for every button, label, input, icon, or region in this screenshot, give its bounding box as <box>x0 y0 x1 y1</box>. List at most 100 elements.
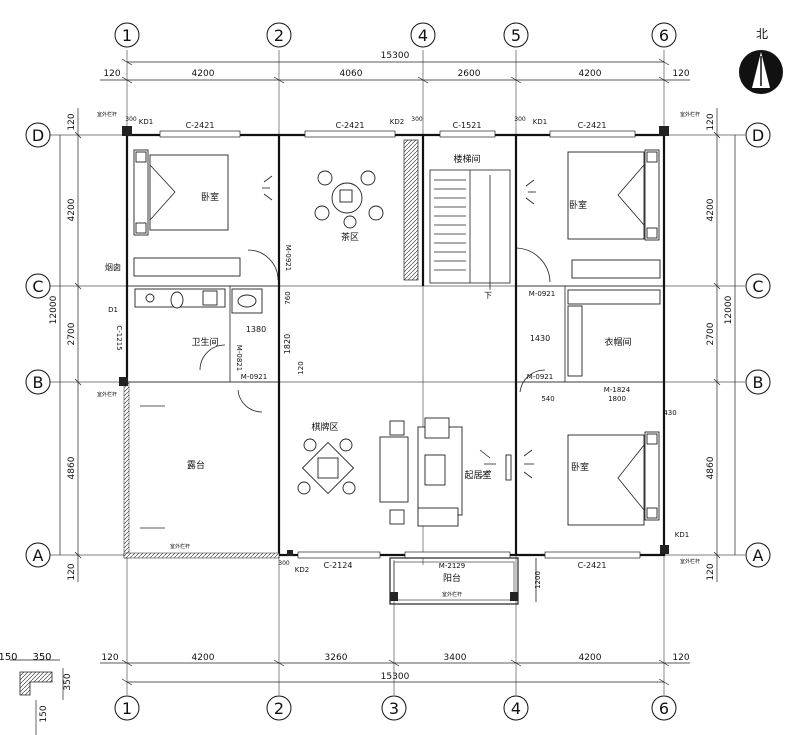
dim-right-total: 12000 <box>724 295 734 324</box>
window-label: C-2421 <box>336 121 365 130</box>
dim-top-seg: 4060 <box>340 69 363 79</box>
dim-note: 300 <box>514 116 526 123</box>
axis-label: 6 <box>659 699 669 718</box>
dim-note: 1200 <box>534 571 542 589</box>
stair-direction: 下 <box>484 291 492 300</box>
detail-dim: 150 <box>39 705 49 722</box>
kd-label: KD2 <box>295 566 309 574</box>
room-label: 楼梯间 <box>453 153 480 165</box>
detail-dim: 350 <box>32 652 51 663</box>
closet-fixtures <box>519 289 661 393</box>
north-label: 北 <box>756 27 768 41</box>
kd-label: KD2 <box>390 118 404 126</box>
door-label: M-1824 <box>604 386 631 394</box>
window-label: C-2421 <box>578 121 607 130</box>
tea-cabinet <box>403 139 419 281</box>
kd-label: KD1 <box>139 118 153 126</box>
rail-label: 室外栏杆 <box>442 591 462 598</box>
axis-label: 2 <box>274 699 284 718</box>
dim-bottom-seg: 120 <box>672 653 689 663</box>
dim-note: 300 <box>411 116 423 123</box>
dim-right-seg: 2700 <box>706 322 716 345</box>
axis-label: 4 <box>418 26 428 45</box>
dim-left-seg: 120 <box>67 563 77 580</box>
axis-label: C <box>32 277 43 296</box>
axis-label: 2 <box>274 26 284 45</box>
axis-label: 3 <box>389 699 399 718</box>
dim-note: 1820 <box>283 334 292 354</box>
axis-label: 5 <box>511 26 521 45</box>
bottom-axis-bubbles: 1 2 3 4 6 <box>114 695 677 721</box>
window-label: C-1521 <box>453 121 482 130</box>
bath-fixtures <box>134 288 263 413</box>
side-axis-bubbles: D C B A D C B A <box>25 122 771 568</box>
dim-note: 300 <box>125 116 137 123</box>
dim-bottom-seg: 3260 <box>325 653 348 663</box>
room-label: 卧室 <box>571 461 589 473</box>
chess-table-icon <box>297 438 356 495</box>
room-label: 茶区 <box>341 231 359 243</box>
dim-right-seg: 120 <box>706 563 716 580</box>
rail-label: 室外栏杆 <box>97 111 117 118</box>
axis-label: B <box>33 373 44 392</box>
door-label: M-0821 <box>235 345 243 371</box>
terrace-arrows <box>140 405 165 529</box>
axis-label: 1 <box>122 699 132 718</box>
rail-label: 室外栏杆 <box>170 543 190 550</box>
dim-top-seg: 2600 <box>458 69 481 79</box>
axis-label: B <box>753 373 764 392</box>
room-label: 棋牌区 <box>311 421 338 433</box>
room-label: 露台 <box>187 459 205 471</box>
room-label: 卧室 <box>569 199 587 211</box>
door-label: M-0921 <box>527 373 553 381</box>
axis-label: A <box>753 546 764 565</box>
rail-label: 室外栏杆 <box>680 111 700 118</box>
north-windows <box>159 130 636 138</box>
detail-dim: 150 <box>0 652 18 663</box>
dim-bottom-seg: 4200 <box>579 653 602 663</box>
kd-label: KD1 <box>675 531 689 539</box>
left-dimensions <box>59 108 82 582</box>
dim-note: 540 <box>541 395 554 403</box>
door-label: M-0921 <box>241 373 267 381</box>
room-label: 阳台 <box>443 572 461 584</box>
dim-left-seg: 2700 <box>67 322 77 345</box>
dim-left-total: 12000 <box>49 295 59 324</box>
south-windows <box>297 551 641 559</box>
bedroom-se-furniture <box>523 431 660 526</box>
axis-label: 6 <box>659 26 669 45</box>
dim-left-seg: 120 <box>67 113 77 130</box>
dim-note: 300 <box>278 560 290 567</box>
dim-right-seg: 4200 <box>706 198 716 221</box>
window-label: C-2421 <box>578 561 607 570</box>
dim-right-seg: 4860 <box>706 456 716 479</box>
kd-label: KD1 <box>533 118 547 126</box>
dim-note: 1380 <box>246 325 266 334</box>
axis-label: C <box>752 277 763 296</box>
tea-table-icon <box>314 170 384 229</box>
dim-left-seg: 4860 <box>67 456 77 479</box>
right-dimensions <box>713 108 736 582</box>
dim-right-seg: 120 <box>706 113 716 130</box>
bedroom-ne-furniture <box>516 149 661 283</box>
axis-label: 1 <box>122 26 132 45</box>
detail-dim: 350 <box>63 673 73 690</box>
wall-detail <box>10 659 64 735</box>
dim-note: 430 <box>663 409 676 417</box>
axis-label: D <box>32 126 44 145</box>
sofa-set-icon <box>379 417 512 527</box>
axis-label: A <box>33 546 44 565</box>
dim-left-seg: 4200 <box>67 198 77 221</box>
rail-label: 室外栏杆 <box>97 391 117 398</box>
north-arrow-icon <box>739 50 783 94</box>
dim-top-seg: 4200 <box>192 69 215 79</box>
dim-note: 760 <box>284 291 292 304</box>
door-label: M-0921 <box>529 290 555 298</box>
staircase <box>429 169 511 290</box>
dim-top-total: 15300 <box>381 51 410 61</box>
door-label: M-2129 <box>439 562 465 570</box>
d1-label: D1 <box>108 306 118 314</box>
dim-bottom-seg: 4200 <box>192 653 215 663</box>
window-label: C-2124 <box>324 561 353 570</box>
